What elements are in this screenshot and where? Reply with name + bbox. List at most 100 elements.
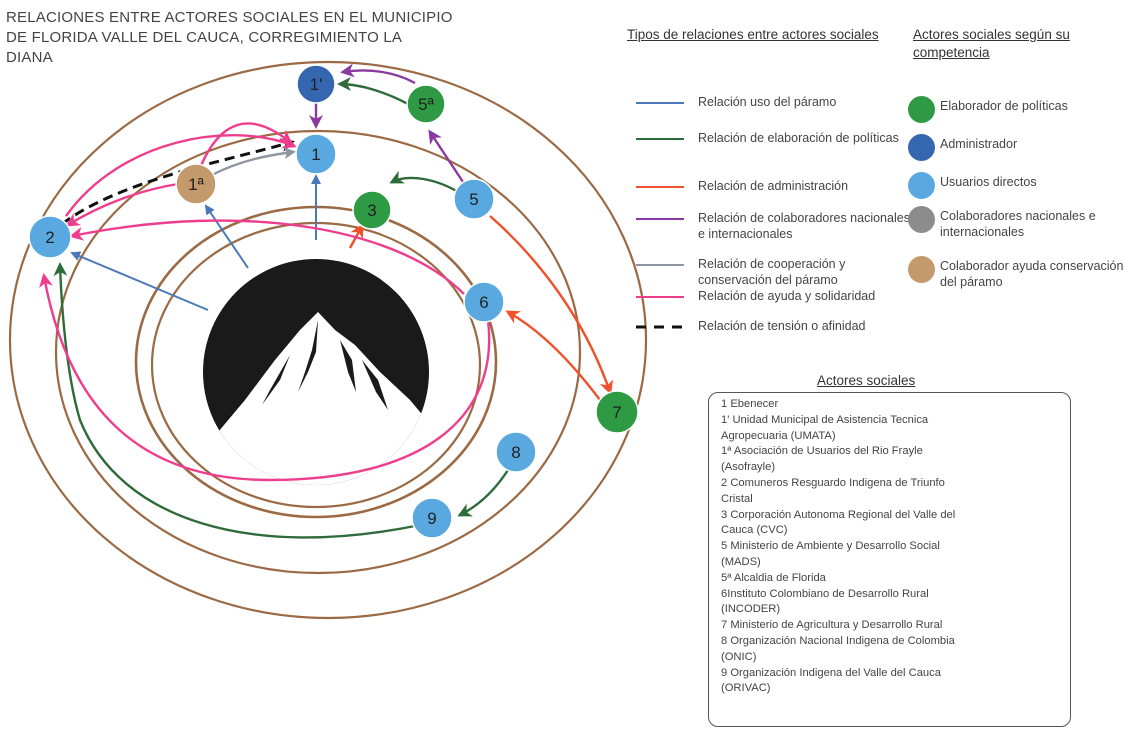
edge-ayuda-6-2: [69, 219, 465, 295]
tan-circle-icon: [908, 256, 935, 283]
competence-legend-item: Usuarios directos: [908, 172, 1140, 208]
node-6: 6: [463, 281, 505, 323]
relation-legend-label: Relación uso del páramo: [698, 95, 837, 109]
actor-line: 1 Ebenecer: [721, 398, 779, 410]
edge-admin-5-7: [489, 215, 614, 395]
node-label: 9: [427, 509, 436, 528]
relation-legend-label: Relación de administración: [698, 179, 849, 193]
node-label: 6: [479, 293, 488, 312]
relation-legend-item: Relación de administración: [636, 178, 916, 214]
title-line: DE FLORIDA VALLE DEL CAUCA, CORREGIMIENT…: [6, 29, 403, 46]
edge-ayuda-1a-2: [65, 182, 179, 227]
edge-colab-5-5a: [428, 129, 467, 186]
relation-legend-label: Relación de colaboradores nacionales e i…: [698, 211, 910, 241]
edge-colab-5a-1p: [340, 63, 416, 85]
edges: [39, 63, 614, 539]
relation-line-swatch: [636, 296, 684, 298]
node-label: 5ª: [418, 95, 434, 114]
competence-legend-label: Colaborador ayuda conservación del páram…: [940, 259, 1124, 289]
node-7: 7: [595, 390, 639, 434]
actor-line: Cauca (CVC): [721, 524, 788, 537]
title-line: RELACIONES ENTRE ACTORES SOCIALES EN EL …: [6, 9, 453, 26]
node-5a: 5ª: [406, 84, 446, 124]
title-line: DIANA: [6, 49, 53, 66]
node-9: 9: [411, 497, 453, 539]
relation-line-swatch: [636, 186, 684, 188]
competence-legend-item: Colaboradores nacionales e internacional…: [908, 206, 1140, 242]
paramo-mountain-icon: [203, 259, 429, 485]
edge-uso-mountain-1a: [204, 204, 249, 269]
relations-diagram: 1' 5ª 1 1ª 3 5 2 6: [8, 60, 648, 620]
node-3: 3: [352, 190, 392, 230]
actor-line: (MADS): [721, 555, 761, 568]
node-label: 7: [612, 403, 621, 422]
node-8: 8: [495, 431, 537, 473]
actor-line: 2 Comuneros Resguardo Indigena de Triunf…: [721, 476, 945, 489]
actor-line: (ONIC): [721, 650, 757, 663]
relation-line-swatch: [636, 218, 684, 220]
relation-legend-item: Relación de elaboración de políticas: [636, 130, 916, 166]
actor-line: 1' Unidad Municipal de Asistencia Tecnic…: [721, 413, 929, 426]
relation-line-swatch: [636, 325, 684, 329]
node-label: 2: [45, 228, 54, 247]
node-1a: 1ª: [175, 163, 217, 205]
competence-legend-heading: Actores sociales según su competencia: [913, 27, 1070, 60]
actor-line: 9 Organización Indigena del Valle del Ca…: [721, 666, 941, 679]
actor-line: 5 Ministerio de Ambiente y Desarrollo So…: [721, 540, 940, 553]
competence-legend-label: Colaboradores nacionales e internacional…: [940, 209, 1096, 239]
relation-legend-item: Relación de ayuda y solidaridad: [636, 288, 916, 324]
edge-politicas-8-9: [457, 469, 510, 517]
actors-list-box: 1 Ebenecer 1' Unidad Municipal de Asiste…: [708, 392, 1071, 727]
node-label: 8: [511, 443, 520, 462]
actor-line: (INCODER): [721, 603, 781, 616]
relation-line-swatch: [636, 138, 684, 140]
competence-legend-label: Elaborador de políticas: [940, 99, 1068, 113]
actors-heading: Actores sociales: [817, 373, 916, 388]
relation-line-swatch: [636, 102, 684, 104]
ring-second: [54, 129, 582, 575]
node-label: 1ª: [188, 175, 204, 194]
relation-legend-item: Relación de tensión o afinidad: [636, 318, 916, 354]
relation-legend-label: Relación de cooperación y conservación d…: [698, 257, 846, 287]
gray-circle-icon: [908, 206, 935, 233]
actor-line: 6Instituto Colombiano de Desarrollo Rura…: [721, 587, 929, 600]
actor-line: 5ª Alcaldia de Florida: [721, 571, 826, 584]
actor-line: (Asofrayle): [721, 461, 776, 474]
edge-politicas-5-3: [389, 170, 461, 195]
relations-legend-heading: Tipos de relaciones entre actores social…: [627, 27, 879, 42]
competence-legend-item: Elaborador de políticas: [908, 96, 1140, 132]
diagram-title: RELACIONES ENTRE ACTORES SOCIALES EN EL …: [6, 8, 566, 68]
nodes: 1' 5ª 1 1ª 3 5 2 6: [28, 64, 639, 539]
edge-coop-1a-1: [209, 147, 296, 178]
actor-line: 7 Ministerio de Agricultura y Desarrollo…: [721, 619, 943, 632]
node-label: 1: [311, 145, 320, 164]
edge-politicas-5a-1p: [337, 77, 409, 106]
blue-circle-icon: [908, 134, 935, 161]
actor-line: 1ª Asociación de Usuarios del Rio Frayle: [721, 445, 923, 458]
actor-line: Cristal: [721, 492, 753, 505]
node-label: 1': [310, 75, 323, 94]
competence-legend-item: Colaborador ayuda conservación del páram…: [908, 256, 1140, 292]
edge-ayuda-6-2-lower: [39, 273, 491, 482]
node-5: 5: [453, 178, 495, 220]
edge-uso-mountain-2: [70, 251, 209, 311]
node-2: 2: [28, 215, 72, 259]
relation-legend-label: Relación de elaboración de políticas: [698, 131, 899, 145]
ring-outer: [8, 60, 648, 620]
node-1: 1: [295, 133, 337, 175]
edge-admin-7-6: [505, 310, 601, 401]
edge-ayuda-2-1: [65, 134, 297, 217]
actor-line: 3 Corporación Autonoma Regional del Vall…: [721, 508, 956, 521]
relation-legend-item: Relación uso del páramo: [636, 94, 916, 130]
node-label: 3: [367, 201, 376, 220]
competence-legend-item: Administrador: [908, 134, 1140, 170]
relation-legend-item: Relación de colaboradores nacionales e i…: [636, 210, 916, 246]
node-label: 5: [469, 190, 478, 209]
node-1p: 1': [296, 64, 336, 104]
edge-ayuda-1a-1: [198, 122, 293, 169]
edge-politicas-9-2: [53, 262, 421, 539]
relation-legend-item: Relación de cooperación y conservación d…: [636, 256, 916, 292]
actor-line: (ORIVAC): [721, 682, 771, 695]
relation-legend-label: Relación de ayuda y solidaridad: [698, 289, 876, 303]
relation-legend-label: Relación de tensión o afinidad: [698, 319, 866, 333]
